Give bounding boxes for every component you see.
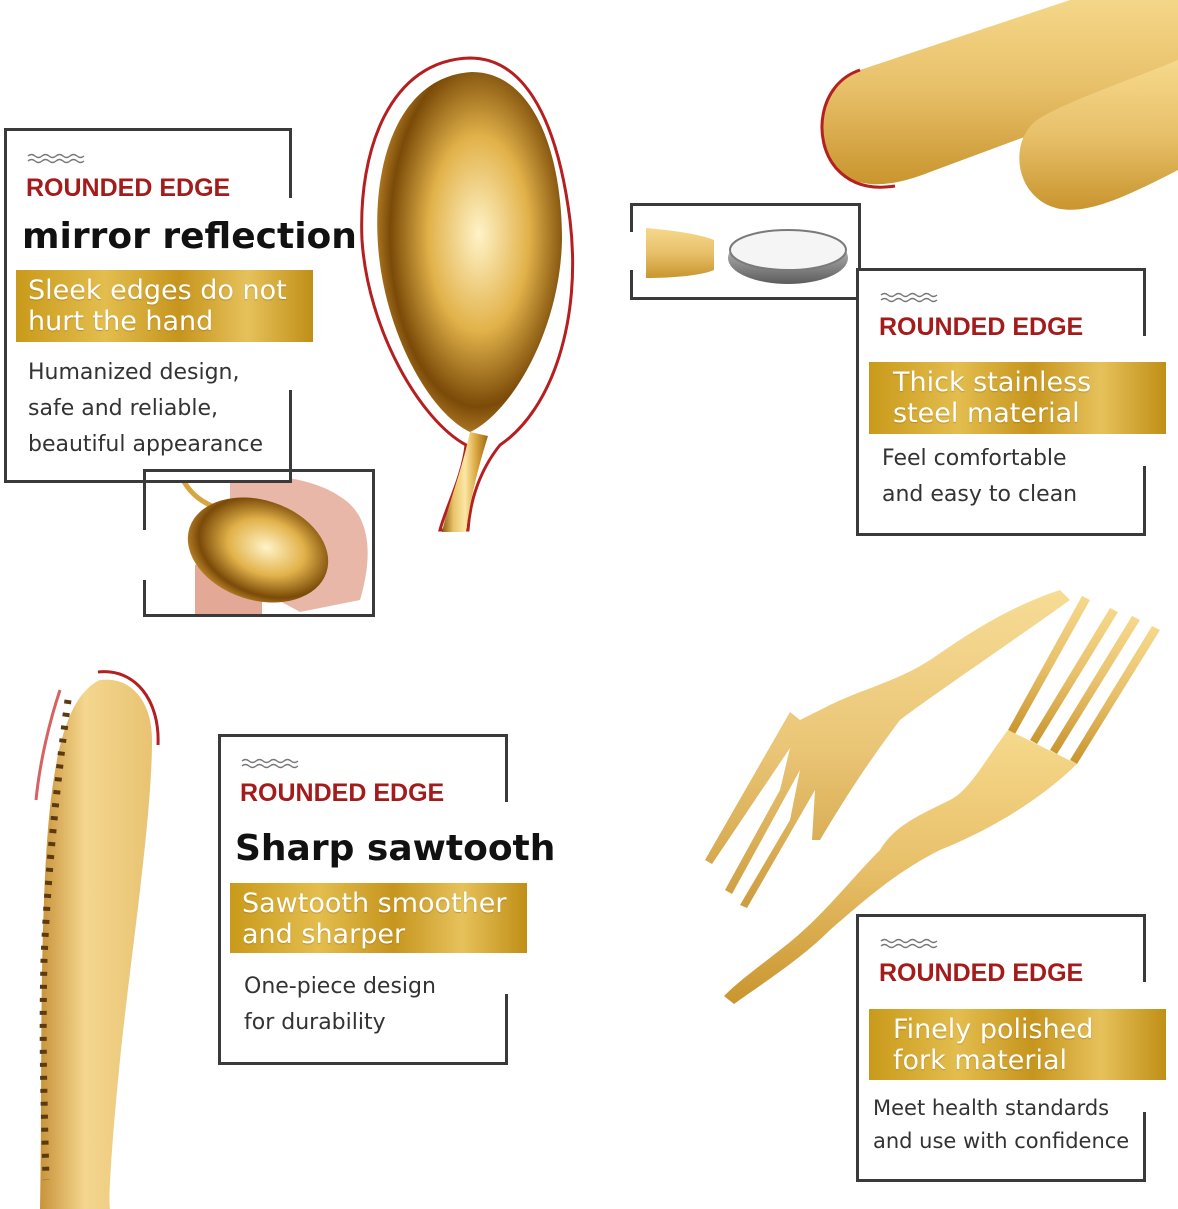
highlight-line: hurt the hand	[28, 306, 214, 337]
highlight-line: Sawtooth smoother	[242, 888, 507, 919]
panel-description: One-piece design for durability	[244, 969, 436, 1041]
panel-headline: Sharp sawtooth	[235, 828, 556, 869]
highlight-line: Thick stainless	[893, 367, 1092, 398]
spoon-in-hand-image	[179, 476, 368, 614]
handle-cross-section-image	[646, 228, 848, 284]
panel-description: Meet health standards and use with confi…	[873, 1092, 1129, 1158]
description-line: beautiful appearance	[28, 432, 263, 457]
frame-gap	[626, 232, 634, 270]
wave-lines-icon	[241, 758, 299, 769]
description-line: One-piece design	[244, 974, 436, 999]
spoon-handle-image	[820, 0, 1178, 210]
wave-lines-icon	[27, 153, 85, 164]
panel-description: Humanized design, safe and reliable, bea…	[28, 355, 263, 463]
description-line: and easy to clean	[882, 482, 1078, 507]
description-line: for durability	[244, 1010, 386, 1035]
knife-image	[34, 670, 160, 1209]
highlight-line: steel material	[893, 398, 1080, 429]
highlight-line: fork material	[893, 1045, 1068, 1076]
panel-highlight-bar: Thick stainless steel material	[869, 362, 1166, 434]
description-line: Meet health standards	[873, 1096, 1110, 1120]
description-line: Humanized design,	[28, 360, 240, 385]
panel-description: Feel comfortable and easy to clean	[882, 441, 1077, 513]
inset-frame-spoon-in-hand	[143, 469, 375, 617]
panel-highlight-bar: Sawtooth smoother and sharper	[230, 883, 527, 953]
panel-tag: ROUNDED EDGE	[879, 313, 1084, 341]
highlight-line: Sleek edges do not	[28, 275, 287, 306]
panel-highlight-bar: Sleek edges do not hurt the hand	[16, 270, 313, 342]
spoon-image	[360, 56, 575, 532]
fork-image	[705, 590, 1160, 1004]
highlight-line: Finely polished	[893, 1014, 1094, 1045]
panel-tag: ROUNDED EDGE	[879, 959, 1084, 987]
panel-headline: mirror reflection	[22, 216, 357, 257]
description-line: safe and reliable,	[28, 396, 219, 421]
inset-frame-cross-section	[630, 203, 861, 300]
highlight-line: and sharper	[242, 919, 406, 950]
panel-highlight-bar: Finely polished fork material	[869, 1009, 1166, 1080]
panel-tag: ROUNDED EDGE	[26, 174, 231, 202]
wave-lines-icon	[880, 938, 938, 949]
panel-tag: ROUNDED EDGE	[240, 779, 445, 807]
description-line: Feel comfortable	[882, 446, 1067, 471]
frame-gap	[139, 530, 147, 580]
wave-lines-icon	[880, 292, 938, 303]
description-line: and use with confidence	[873, 1129, 1130, 1153]
